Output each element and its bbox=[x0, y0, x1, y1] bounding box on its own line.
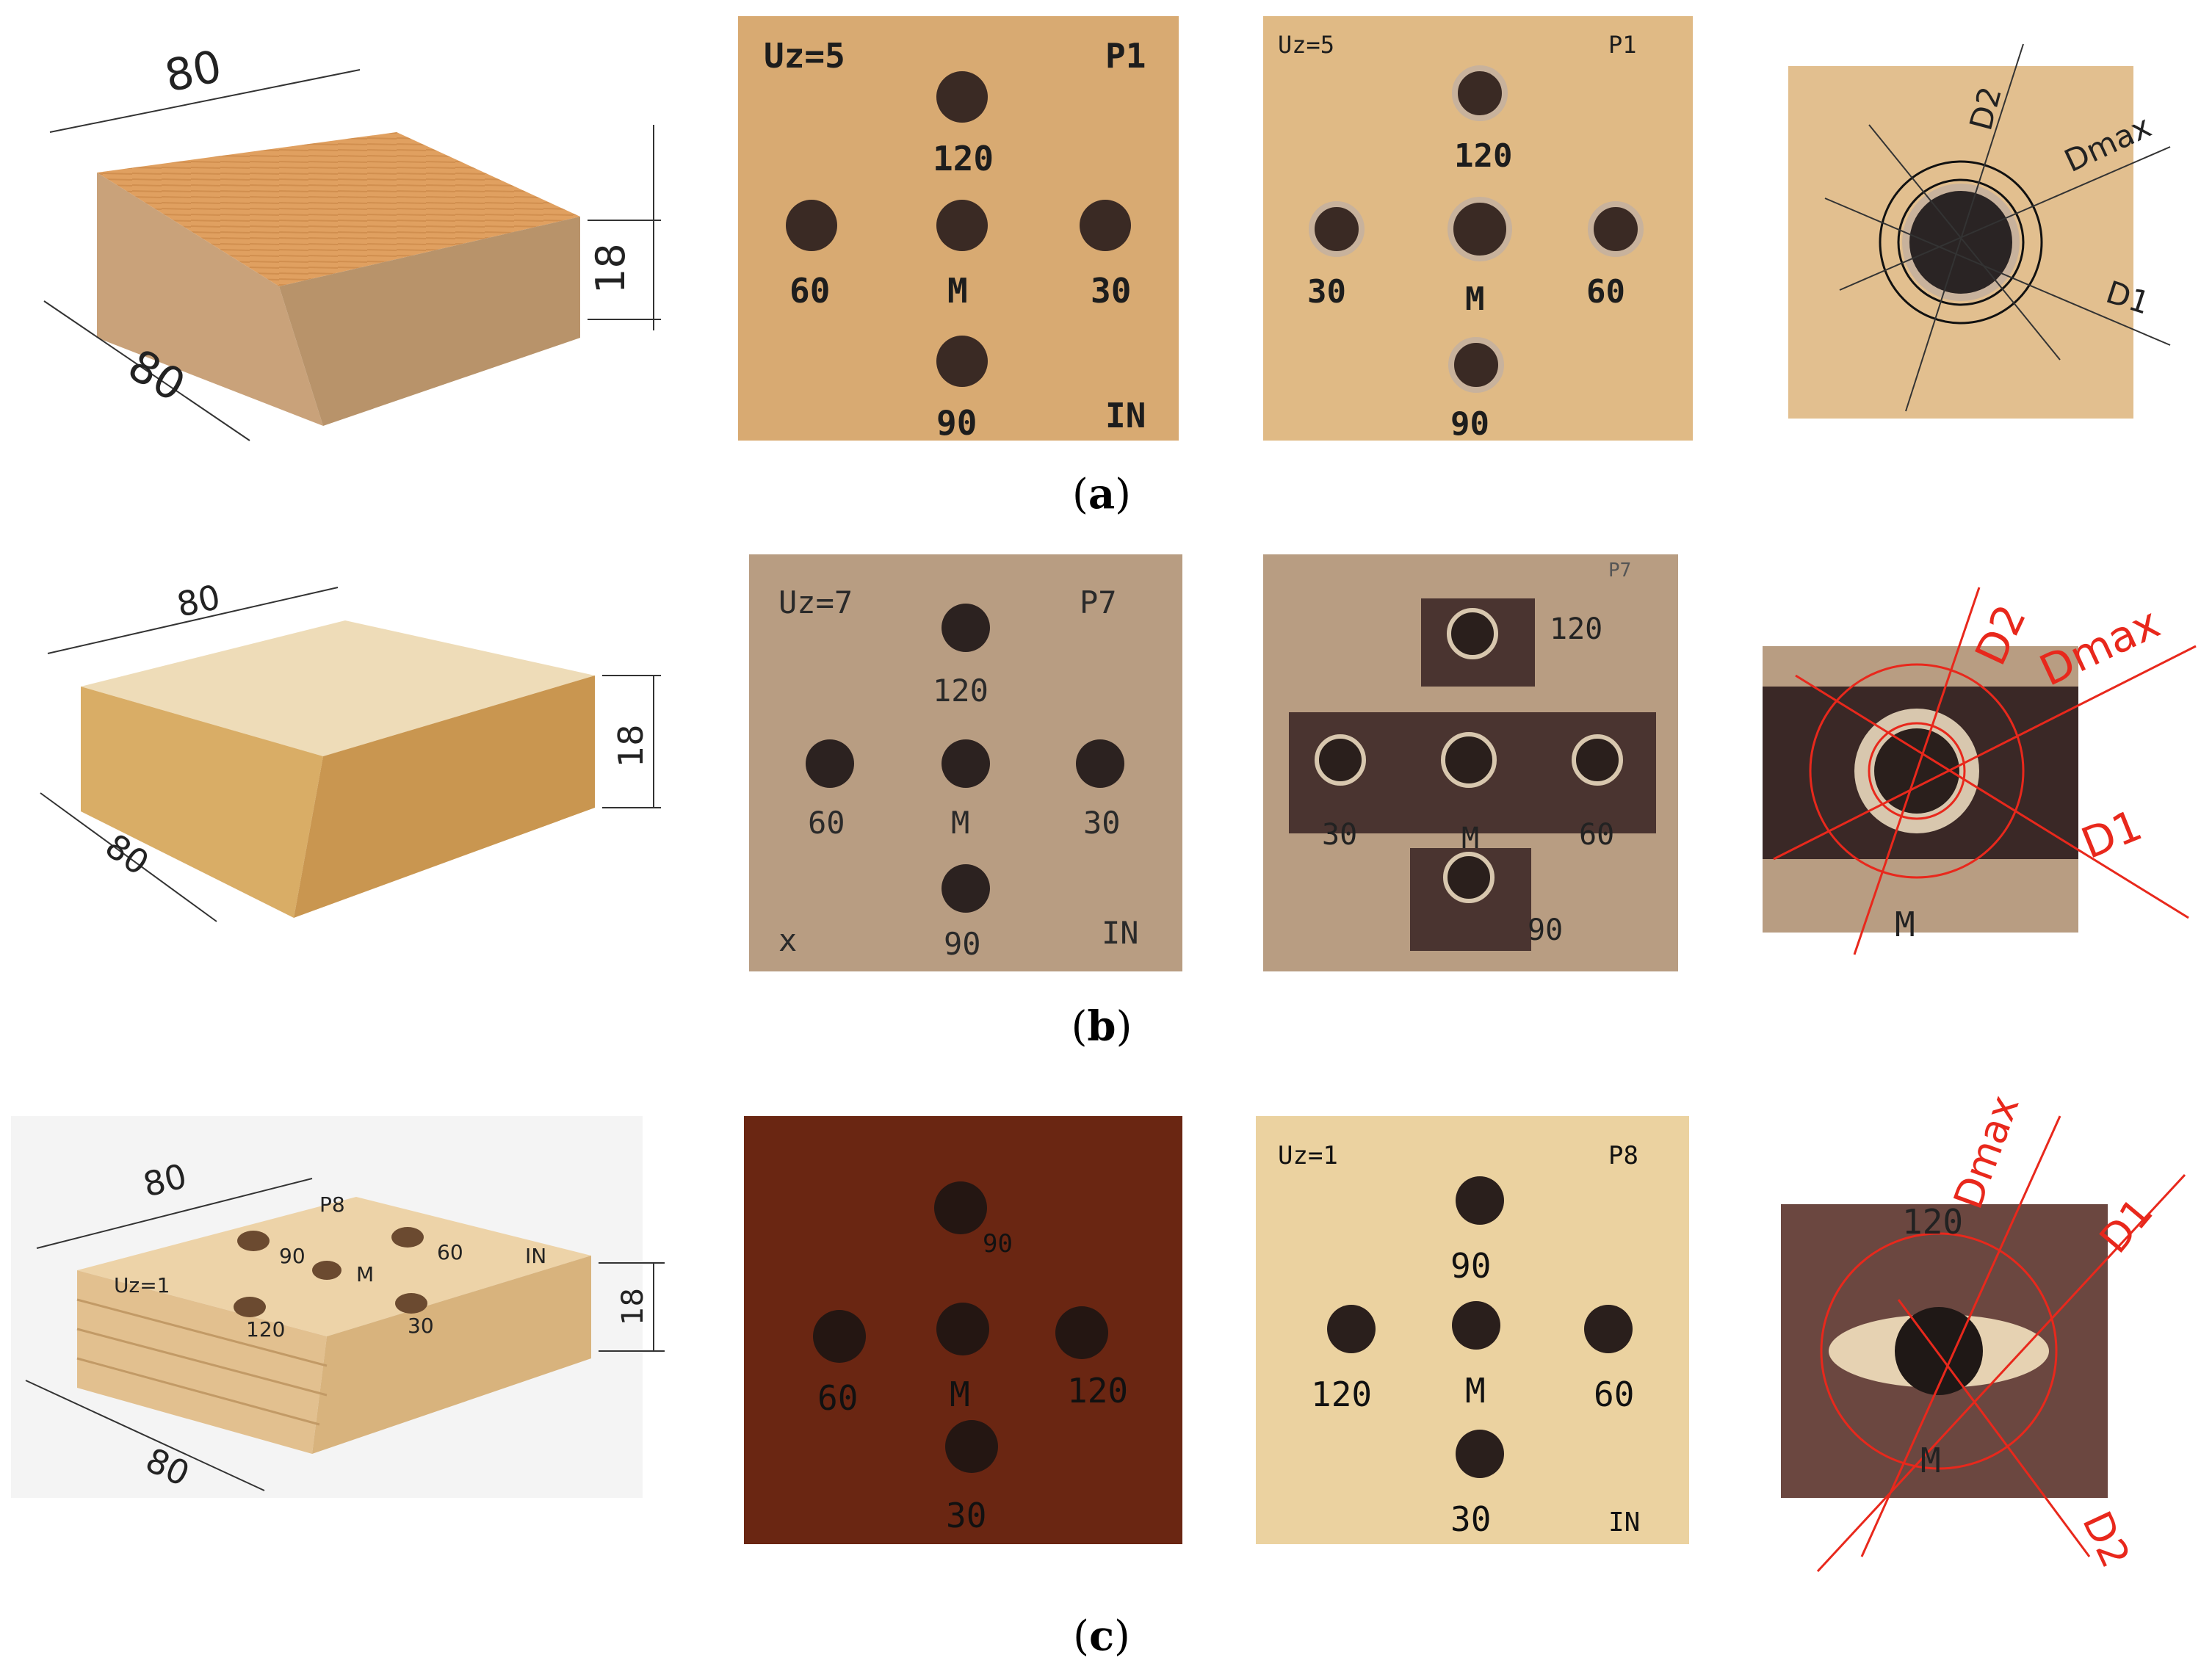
sample-code: P1 bbox=[1608, 31, 1637, 59]
block-plywood-c: Uz=1 P8 90 60 M IN 120 30 80 80 18 bbox=[11, 1116, 676, 1498]
uz-label: Uz=5 bbox=[1278, 31, 1334, 59]
uz-label: Uz=1 bbox=[114, 1273, 170, 1297]
hole-label-center: M bbox=[947, 271, 968, 311]
corner-label: IN bbox=[525, 1244, 546, 1268]
hole-label-30: 30 bbox=[408, 1314, 434, 1338]
uz-label: Uz=5 bbox=[764, 36, 845, 76]
hole-label-m: M bbox=[356, 1262, 374, 1286]
hole-label-left: 30 bbox=[1307, 273, 1346, 311]
hole-label-bottom: 90 bbox=[1528, 913, 1563, 947]
hole-label-top: 120 bbox=[1550, 612, 1602, 646]
d1-label: D1 bbox=[2075, 800, 2149, 869]
hole-label-90: 90 bbox=[279, 1244, 306, 1268]
sample-front-c: 90 60 M 120 30 bbox=[744, 1116, 1182, 1544]
sample-back-c: Uz=1 P8 90 120 M 60 30 IN bbox=[1256, 1116, 1689, 1544]
hole-label-bottom: 90 bbox=[936, 403, 977, 443]
hole-label-bottom: 30 bbox=[946, 1496, 986, 1535]
sample-code: P7 bbox=[1608, 560, 1631, 582]
detail-mark-top: 120 bbox=[1902, 1202, 1963, 1242]
hole-label-center: M bbox=[1465, 1371, 1486, 1411]
detail-mark: M bbox=[1895, 905, 1915, 944]
dmax-label: Dmax bbox=[1945, 1089, 2028, 1214]
thickness-dim-label: 18 bbox=[588, 243, 634, 294]
corner-label: IN bbox=[1105, 396, 1146, 435]
hole-label-120: 120 bbox=[246, 1317, 285, 1342]
sample-code: P8 bbox=[1608, 1141, 1638, 1170]
hole-label-60: 60 bbox=[437, 1240, 463, 1264]
hole-label-top: 90 bbox=[983, 1229, 1013, 1259]
top-dim-label: 80 bbox=[173, 577, 223, 625]
hole-label-right: 30 bbox=[1091, 271, 1131, 311]
detail-a: D2 Dmax D1 bbox=[1781, 29, 2192, 426]
top-dim-label: 80 bbox=[161, 40, 226, 102]
hole-label-center: M bbox=[1461, 822, 1479, 855]
hole-label-left: 60 bbox=[817, 1378, 858, 1418]
detail-b: D2 Dmax D1 M bbox=[1759, 565, 2200, 955]
hole-label-bottom: 30 bbox=[1450, 1499, 1491, 1539]
hole-label-top: 90 bbox=[1450, 1246, 1491, 1286]
sample-front-b: Uz=7 P7 120 60 M 30 90 IN x bbox=[749, 554, 1182, 971]
hole-label-right: 60 bbox=[1586, 273, 1625, 311]
corner-label: IN bbox=[1102, 915, 1139, 951]
caption-a: (a) bbox=[1071, 470, 1131, 518]
hole-label-top: 120 bbox=[933, 673, 989, 709]
caption-b: (b) bbox=[1071, 1002, 1132, 1051]
hole-label-left: 30 bbox=[1322, 818, 1357, 852]
hole-label-top: 120 bbox=[1454, 137, 1512, 175]
hole-label-left: 120 bbox=[1311, 1375, 1372, 1414]
dmax-label: Dmax bbox=[2032, 598, 2167, 696]
sample-back-a: Uz=5 P1 120 30 M 60 90 bbox=[1263, 16, 1693, 443]
hole-label-center: M bbox=[950, 1375, 970, 1414]
caption-c: (c) bbox=[1073, 1612, 1130, 1660]
sample-back-b: P7 120 30 M 60 90 bbox=[1263, 554, 1678, 971]
corner-label: IN bbox=[1608, 1507, 1640, 1538]
d2-label: D2 bbox=[2073, 1505, 2139, 1574]
sample-front-a: Uz=5 P1 120 60 M 30 90 IN bbox=[738, 16, 1179, 443]
hole-label-right: 120 bbox=[1067, 1371, 1128, 1411]
detail-c: Dmax D1 D2 120 M bbox=[1774, 1089, 2200, 1574]
hole-label-top: 120 bbox=[933, 139, 994, 178]
sample-code: P1 bbox=[1105, 36, 1146, 76]
hole-label-bottom: 90 bbox=[1450, 405, 1489, 443]
thickness-dim-label: 18 bbox=[616, 1288, 650, 1325]
uz-label: Uz=1 bbox=[1278, 1141, 1338, 1170]
hole-label-right: 60 bbox=[1594, 1375, 1634, 1414]
hole-label-right: 60 bbox=[1579, 818, 1614, 852]
hole-label-left: 60 bbox=[808, 805, 845, 841]
hole-label-left: 60 bbox=[789, 271, 830, 311]
detail-mark: M bbox=[1920, 1441, 1941, 1480]
corner-left-label: x bbox=[778, 922, 797, 958]
hole-label-bottom: 90 bbox=[944, 926, 981, 962]
uz-label: Uz=7 bbox=[778, 584, 853, 620]
hole-label-center: M bbox=[1465, 280, 1485, 318]
thickness-dim-label: 18 bbox=[611, 724, 651, 767]
sample-code: P7 bbox=[1080, 584, 1117, 620]
sample-code: P8 bbox=[319, 1192, 345, 1217]
block-mdf-b: 80 80 18 bbox=[15, 573, 676, 940]
hole-label-right: 30 bbox=[1083, 805, 1121, 841]
hole-label-center: M bbox=[951, 805, 969, 841]
block-chipboard-a: 80 80 18 bbox=[15, 29, 676, 455]
